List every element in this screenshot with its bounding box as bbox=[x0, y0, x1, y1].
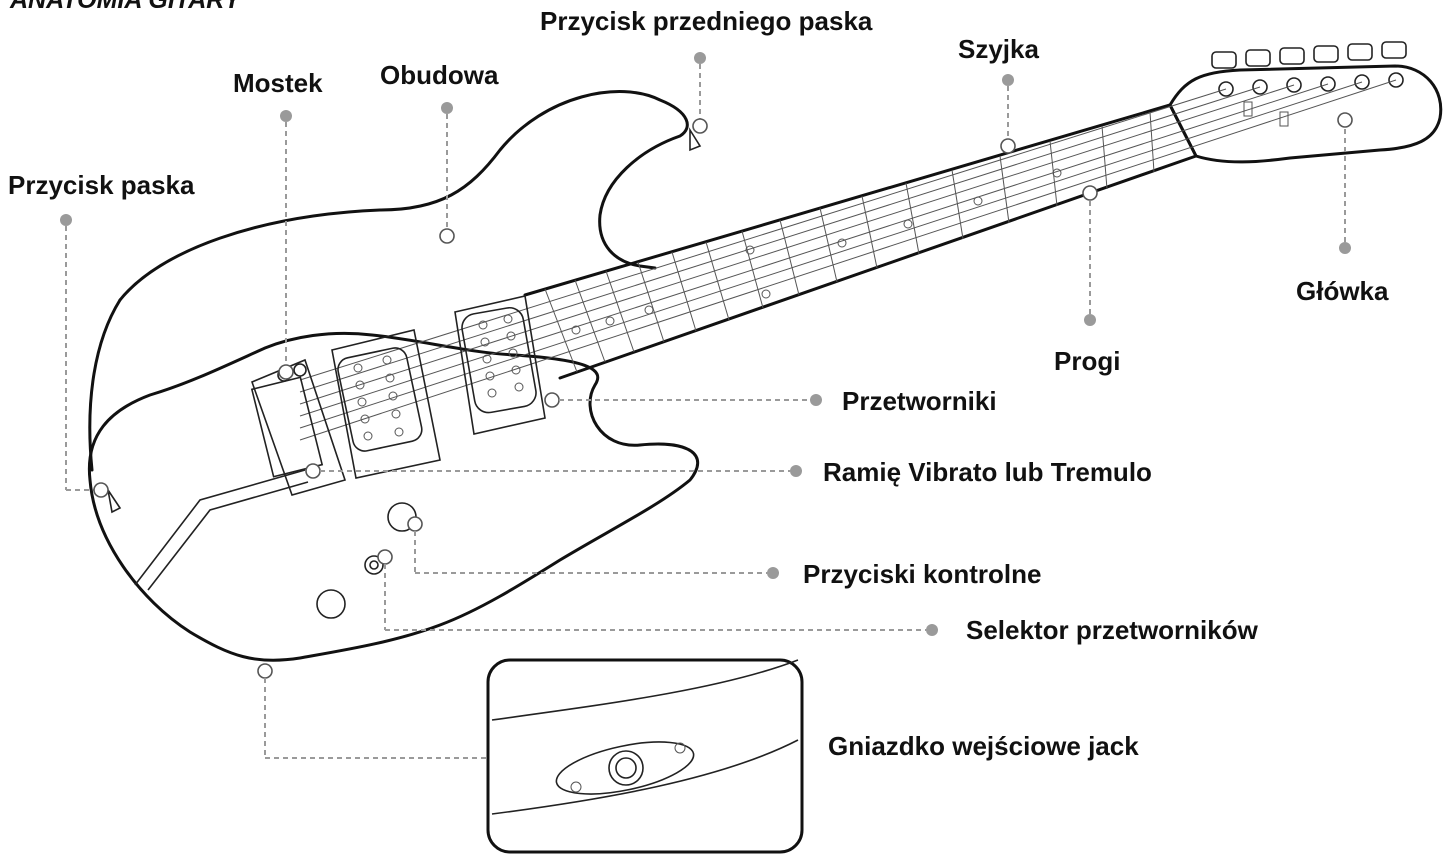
guitar-body-lower-side bbox=[88, 298, 122, 472]
diagram-title: ANATOMIA GITARY bbox=[9, 0, 243, 14]
guitar-headstock-outline bbox=[1168, 64, 1443, 164]
label-bridge: Mostek bbox=[233, 68, 323, 98]
input-jack-inset bbox=[486, 658, 804, 854]
leader-pickup-selector bbox=[377, 549, 938, 636]
guitar-body-outline bbox=[87, 331, 700, 662]
leader-lines bbox=[60, 52, 1353, 759]
label-vibrato-arm: Ramię Vibrato lub Tremulo bbox=[823, 457, 1152, 487]
leader-frets bbox=[1082, 185, 1098, 326]
selector-switch bbox=[364, 555, 384, 575]
leader-strap-button bbox=[60, 214, 109, 498]
front-strap-button-shape bbox=[689, 127, 702, 152]
label-control-knobs: Przyciski kontrolne bbox=[803, 559, 1041, 589]
leader-headstock bbox=[1337, 112, 1353, 254]
leader-vibrato-arm bbox=[305, 463, 802, 479]
label-neck: Szyjka bbox=[958, 34, 1039, 64]
guitar-illustration bbox=[87, 41, 1443, 662]
label-input-jack: Gniazdko wejściowe jack bbox=[828, 731, 1139, 761]
leader-control-knobs bbox=[407, 516, 779, 579]
label-pickups: Przetworniki bbox=[842, 386, 997, 416]
guitar-neck bbox=[523, 103, 1198, 380]
bridge-pickup bbox=[331, 329, 441, 479]
vibrato-arm-illustration bbox=[134, 469, 309, 591]
label-strap-button: Przycisk paska bbox=[8, 170, 195, 200]
leader-input-jack bbox=[257, 663, 488, 759]
leader-front-strap-button bbox=[692, 52, 708, 134]
label-body: Obudowa bbox=[380, 60, 499, 90]
bridge-illustration bbox=[250, 358, 347, 496]
tuning-pegs bbox=[1211, 41, 1407, 127]
leader-bridge bbox=[278, 110, 294, 380]
leader-pickups bbox=[544, 392, 822, 408]
label-headstock: Główka bbox=[1296, 276, 1389, 306]
label-frets: Progi bbox=[1054, 346, 1120, 376]
leader-body bbox=[439, 102, 455, 244]
label-pickup-selector: Selektor przetworników bbox=[966, 615, 1259, 645]
tone-knob bbox=[316, 589, 346, 619]
neck-pickup bbox=[454, 295, 546, 435]
guitar-body-upper bbox=[118, 90, 689, 302]
part-labels: Przycisk przedniego paska Szyjka Mostek … bbox=[8, 6, 1389, 761]
rear-strap-button-shape bbox=[107, 489, 122, 514]
fret-lines bbox=[544, 111, 1155, 373]
label-front-strap-button: Przycisk przedniego paska bbox=[540, 6, 873, 36]
guitar-strings bbox=[299, 79, 1397, 441]
fret-markers bbox=[571, 168, 1062, 335]
leader-neck bbox=[1000, 74, 1016, 154]
